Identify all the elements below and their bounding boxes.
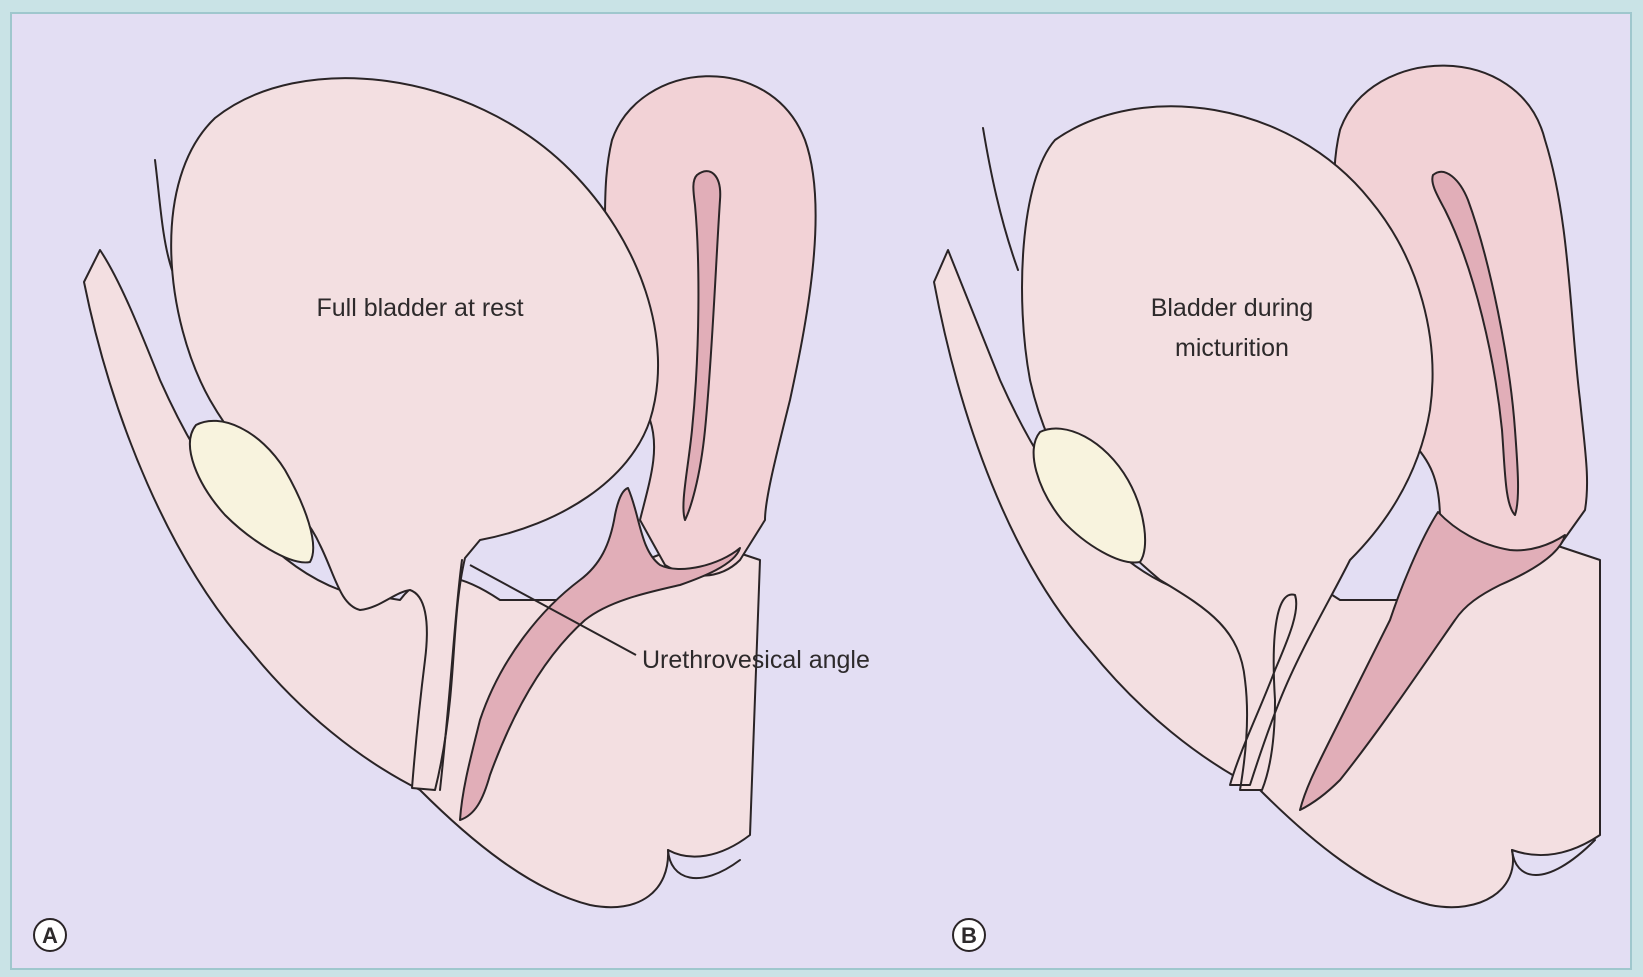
panel-a: Full bladder at rest Urethrovesical angl…	[34, 76, 870, 951]
panel-b-letter: B	[961, 923, 977, 948]
panel-a-letter: A	[42, 923, 58, 948]
bladder-label-a: Full bladder at rest	[316, 294, 523, 322]
bladder-label-b-line1: Bladder during	[1151, 294, 1314, 322]
panel-a-anterior-line	[155, 160, 172, 270]
bladder-label-b-line2: micturition	[1175, 334, 1289, 362]
urethrovesical-angle-label: Urethrovesical angle	[642, 646, 870, 674]
panel-b: Bladder during micturition B	[934, 66, 1600, 951]
panel-b-anterior-line	[983, 128, 1018, 270]
